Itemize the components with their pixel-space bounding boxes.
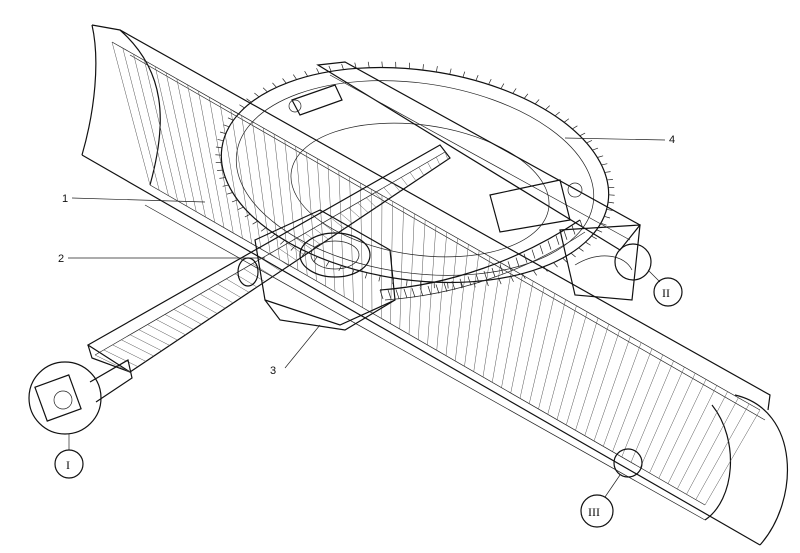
ring-gear — [215, 61, 615, 289]
detail-I-coupling — [28, 359, 133, 479]
callout-4: 4 — [669, 134, 675, 146]
callout-3: 3 — [270, 365, 276, 377]
leader-lines — [68, 137, 666, 369]
blade-hatching — [111, 41, 761, 506]
gear-teeth — [215, 61, 615, 289]
blade — [81, 24, 788, 546]
gear-rack — [379, 219, 586, 301]
draw-bar — [86, 144, 451, 373]
detail-label-III: III — [588, 505, 600, 519]
hydraulic-cylinder-left — [288, 84, 343, 116]
detail-III — [580, 448, 643, 528]
rack-teeth — [379, 219, 584, 300]
detail-label-II: II — [662, 286, 670, 300]
hydraulic-cylinder-right — [489, 179, 583, 233]
callout-1: 1 — [62, 193, 68, 205]
detail-II — [614, 243, 683, 307]
detail-label-I: I — [66, 458, 70, 472]
callout-2: 2 — [58, 253, 64, 265]
draw-bar-hatching — [94, 151, 449, 373]
gear-housing — [237, 209, 396, 331]
